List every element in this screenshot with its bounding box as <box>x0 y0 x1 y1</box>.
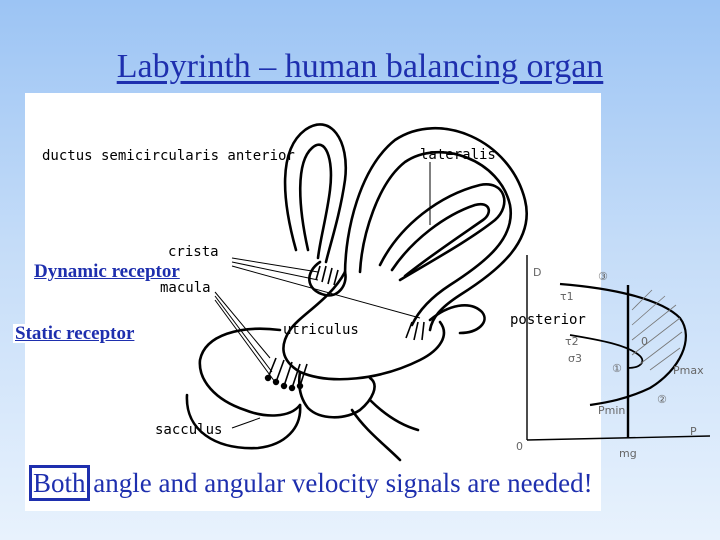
sacculus-label: sacculus <box>155 422 222 438</box>
slide-caption: Both angle and angular velocity signals … <box>29 465 593 501</box>
macula-label: macula <box>160 280 211 296</box>
inset-tau1-label: τ1 <box>560 290 574 303</box>
inset-y-axis-label: D <box>533 266 541 279</box>
posterior-label: posterior <box>510 312 586 328</box>
inset-circle-3: ③ <box>598 270 608 283</box>
inset-tau2-label: τ2 <box>565 335 579 348</box>
inset-sigma3-label: σ3 <box>568 352 582 365</box>
inset-circle-1: ① <box>612 362 622 375</box>
ductus-label: ductus semicircularis anterior <box>42 148 295 164</box>
slide-title: Labyrinth – human balancing organ <box>116 48 604 85</box>
inset-pmin-label: Pmin <box>598 404 625 417</box>
utriculus-label: utriculus <box>283 322 359 338</box>
lateralis-label: lateralis <box>420 147 496 163</box>
inset-circle-0: 0 <box>641 335 648 348</box>
static-receptor-label: Static receptor <box>13 323 137 344</box>
inset-circle-2: ② <box>657 393 667 406</box>
inset-pmax-label: Pmax <box>673 364 704 377</box>
caption-rest: angle and angular velocity signals are n… <box>93 468 593 498</box>
both-highlight-box: Both <box>29 465 90 501</box>
inset-origin-label: 0 <box>516 440 523 453</box>
inset-p-label: P <box>690 425 697 438</box>
crista-label: crista <box>168 244 219 260</box>
inset-mg-label: mg <box>619 447 637 460</box>
dynamic-receptor-label: Dynamic receptor <box>32 261 182 282</box>
